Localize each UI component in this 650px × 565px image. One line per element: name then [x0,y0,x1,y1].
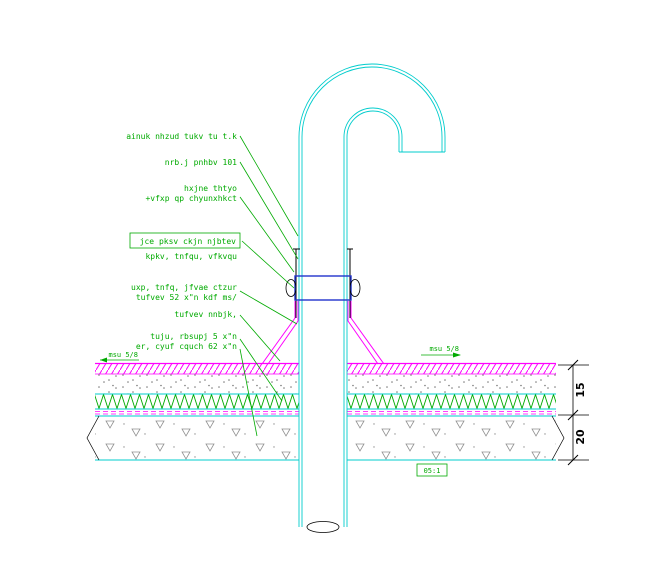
waterproofing-membrane-right [347,364,556,374]
annotation-label-4-box [129,232,241,249]
slope-annotations: msu 5/8 msu 5/8 [100,345,461,363]
leader-line [239,135,299,237]
slope-arrowhead-left-icon [100,357,107,363]
pipe-wall-inner-a [343,107,403,527]
leader-line [239,348,258,437]
roof-layers [86,362,565,461]
pipe-wall-inner-b [346,110,400,527]
vent-pipe [298,63,446,533]
dimension-value-upper: 15 [574,382,587,397]
pipe-wall-outer-a [298,63,446,527]
leader-line [239,338,283,402]
slope-label-right: msu 5/8 [429,345,459,353]
clamp-band [294,275,352,301]
dimension-block: 15 20 [558,359,589,466]
annotation-label-6: tufvev nnbjk, [174,310,237,319]
annotation-label-7-line-1: tuju, rbsupj 5 x"n [150,332,237,341]
concrete-slab-left [95,416,299,460]
insulation-layer-right [347,394,556,409]
flashing-left-a [261,301,296,365]
annotation-label-3-line-2: +vfxp qp chyunxhkct [145,194,237,203]
leader-line [239,314,281,362]
annotation-label-5-line-2: tufvev 52 x"n kdf ms/ [136,293,237,302]
dimension-ticks [567,359,579,466]
slope-arrowhead-right-icon [453,352,461,358]
annotation-label-5-line-1: uxp, tnfq, jfvae ctzur [131,283,237,292]
screed-layer-left [95,374,299,394]
concrete-slab-right [347,416,556,460]
pipe-flashing [261,248,385,365]
annotation-label-3-line-1: hxjne thtyo [184,184,237,193]
annotation-labels: ainuk nhzud tukv tu t.k nrb.j pnhbv 101 … [126,132,241,351]
pipe-wall-outer-b [301,66,443,527]
insulation-layer-left [95,394,299,409]
slope-label-left: msu 5/8 [108,351,138,359]
slab-break-mark-right [551,415,565,461]
flashing-right-a [350,301,385,365]
slab-break-mark-left [86,415,100,461]
flashing-right-b [347,301,379,365]
scale-label: 05:1 [424,467,441,475]
scale-box [416,463,448,477]
clamp-bolt-right [349,279,361,297]
leader-line [239,161,299,260]
counter-flashing-sleeve [293,248,353,318]
annotation-label-2: nrb.j pnhbv 101 [165,158,237,167]
pipe-break-ellipse [306,521,340,533]
waterproofing-membrane-left [95,364,299,374]
leader-line [239,196,295,273]
clamp-bolt-left [285,279,297,297]
screed-layer-right [347,374,556,394]
vapor-barrier [95,411,556,415]
annotation-label-1: ainuk nhzud tukv tu t.k [126,132,237,141]
dimension-extension-lines [558,364,589,461]
dimension-value-lower: 20 [574,429,587,445]
leader-line [239,290,298,325]
flashing-left-b [267,301,299,365]
leader-lines [239,135,299,437]
scale-block: 05:1 [416,463,448,477]
annotation-label-4-line-1: jce pksv ckjn njbtev [140,237,237,246]
annotation-label-7-line-2: er, cyuf cquch 62 x"n [136,342,237,351]
annotation-label-4-line-2: kpkv, tnfqu, vfkvqu [145,252,237,261]
leader-line [241,240,295,289]
